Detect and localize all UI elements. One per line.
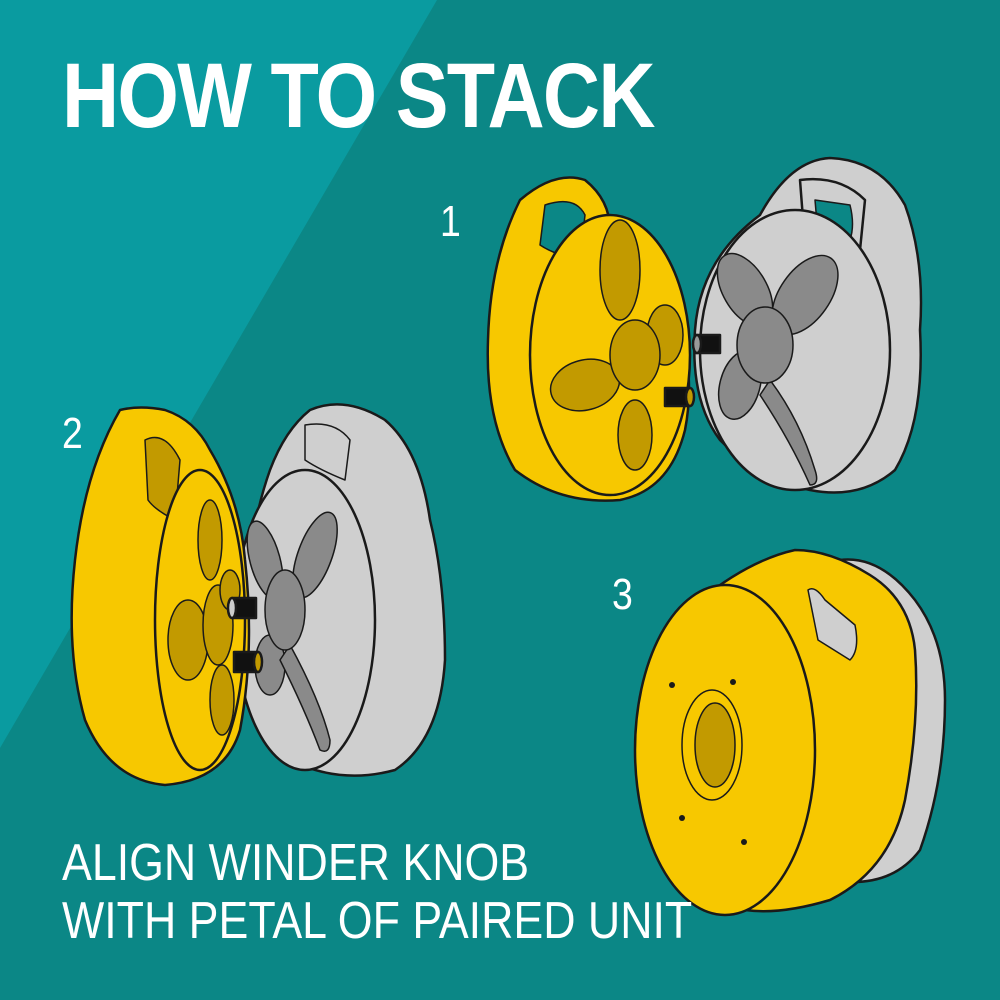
caption-line-1: ALIGN WINDER KNOB: [62, 834, 530, 892]
step-3-illustration: [633, 548, 947, 917]
step-1-illustration: [486, 156, 923, 502]
caption-line-2: WITH PETAL OF PAIRED UNIT: [62, 892, 693, 950]
step-3-number: 3: [612, 570, 633, 619]
step-2-illustration: [70, 403, 447, 787]
page-title: HOW TO STACK: [62, 45, 655, 147]
step-1-number: 1: [440, 197, 461, 246]
instruction-caption: ALIGN WINDER KNOB WITH PETAL OF PAIRED U…: [62, 834, 692, 950]
step-2-number: 2: [62, 409, 83, 458]
